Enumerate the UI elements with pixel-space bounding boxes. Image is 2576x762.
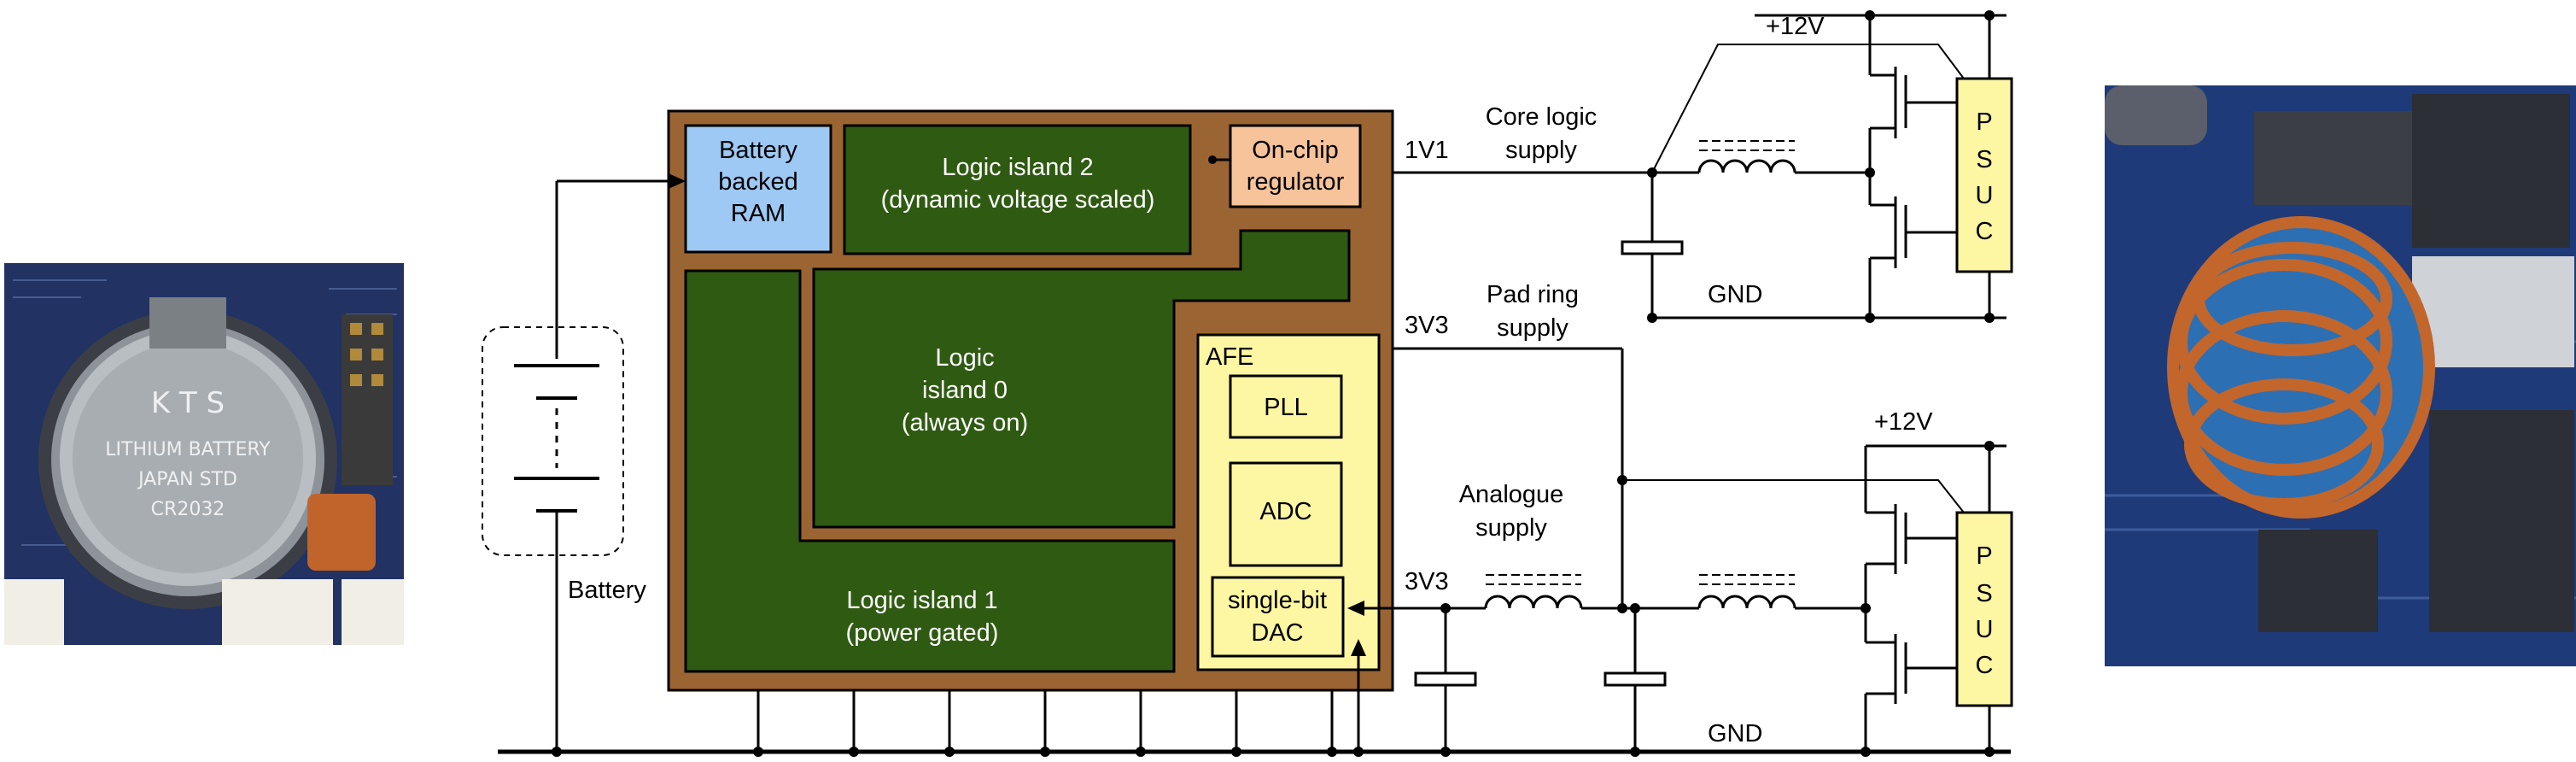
chip-ground-pins	[756, 690, 1334, 752]
analogue-capacitor-1	[1414, 671, 1477, 687]
plus12-bottom-label: +12V	[1874, 408, 1933, 436]
inductor-image	[2105, 85, 2576, 666]
adc-block	[1229, 461, 1343, 567]
dac-label-1: single-bit	[1228, 587, 1327, 614]
plus12-top-label: +12V	[1766, 13, 1825, 40]
psuc-top-c: C	[1976, 218, 1994, 245]
regulator-label-1: On-chip	[1252, 137, 1339, 164]
logic-island-0-label-1: Logic	[935, 344, 994, 372]
analogue-half-bridge	[1864, 446, 1991, 752]
coin-cell-line3: CR2032	[151, 499, 225, 520]
regulator-link-dot	[1208, 155, 1217, 164]
psuc-bottom-p: P	[1976, 542, 1992, 570]
coin-cell-photo: K T S LITHIUM BATTERY JAPAN STD CR2032	[4, 263, 404, 645]
ram-label-1: Battery	[719, 137, 797, 164]
analogue-inductor-1	[1484, 595, 1583, 609]
pad-supply-label-2: supply	[1497, 314, 1568, 342]
on-chip-regulator	[1229, 124, 1362, 208]
rail-1v1: 1V1	[1405, 137, 1449, 164]
psuc-bottom-s: S	[1976, 580, 1992, 607]
dac-ref-arrow	[1351, 639, 1366, 656]
psuc-top-p: P	[1976, 108, 1992, 136]
afe-label: AFE	[1206, 343, 1253, 371]
coin-cell-brand: K T S	[151, 386, 225, 420]
pll-block	[1229, 374, 1343, 439]
dac-supply-arrow	[1347, 601, 1364, 616]
psuc-top-s: S	[1976, 146, 1992, 173]
core-feedback	[1651, 44, 1965, 173]
psuc-top	[1955, 77, 2013, 273]
psuc-bottom	[1955, 511, 2013, 707]
core-half-bridge	[1868, 15, 1991, 318]
battery-label: Battery	[568, 577, 646, 604]
battery-outline	[482, 326, 624, 556]
regulator-label-2: regulator	[1247, 168, 1345, 196]
coin-cell-line1: LITHIUM BATTERY	[105, 439, 271, 460]
logic-island-0-label-3: (always on)	[902, 409, 1028, 437]
core-supply-label-1: Core logic	[1486, 103, 1598, 131]
psuc-top-u: U	[1976, 182, 1994, 209]
pll-label: PLL	[1264, 394, 1308, 421]
psuc-bottom-c: C	[1976, 652, 1994, 679]
ram-label-3: RAM	[731, 200, 786, 227]
battery-to-ram-arrow	[669, 173, 686, 189]
core-inductor	[1697, 159, 1796, 173]
analogue-supply-label-2: supply	[1475, 514, 1547, 542]
dac-block	[1211, 576, 1345, 658]
core-supply-label-2: supply	[1505, 137, 1577, 164]
dac-label-2: DAC	[1251, 619, 1303, 647]
rail-3v3-analogue: 3V3	[1405, 568, 1449, 595]
logic-island-1	[684, 269, 1176, 673]
rail-3v3-pad: 3V3	[1405, 312, 1449, 339]
adc-label: ADC	[1259, 498, 1311, 525]
core-capacitor	[1621, 240, 1684, 255]
analogue-capacitor-2	[1603, 671, 1667, 687]
pad-feedback	[1622, 479, 1965, 513]
logic-island-1-label-1: Logic island 1	[846, 587, 997, 614]
ram-label-2: backed	[718, 168, 798, 196]
analogue-inductor-2	[1697, 595, 1796, 609]
pad-supply-label-1: Pad ring	[1487, 281, 1579, 308]
logic-island-0-label-2: island 0	[922, 377, 1008, 404]
logic-island-2	[843, 124, 1192, 255]
logic-island-1-label-2: (power gated)	[846, 619, 999, 647]
coin-cell-image: K T S LITHIUM BATTERY JAPAN STD CR2032	[4, 263, 404, 645]
psuc-bottom-u: U	[1976, 616, 1994, 643]
logic-island-2-label-1: Logic island 2	[942, 154, 1093, 181]
logic-island-2-label-2: (dynamic voltage scaled)	[881, 186, 1155, 214]
gnd-label-1: GND	[1708, 281, 1762, 308]
coin-cell-line2: JAPAN STD	[137, 469, 237, 490]
analogue-supply-label-1: Analogue	[1459, 481, 1564, 508]
logic-island-0	[812, 229, 1351, 529]
battery-backed-ram	[684, 124, 832, 254]
inductor-photo	[2105, 85, 2576, 666]
gnd-label-2: GND	[1708, 720, 1762, 747]
